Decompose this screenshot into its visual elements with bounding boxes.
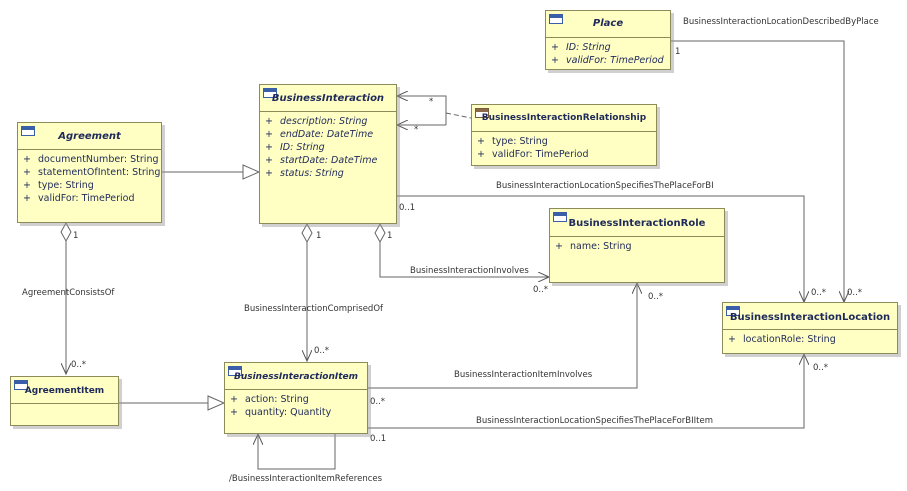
association-class-link[interactable] <box>445 112 472 119</box>
multiplicity-agreement-item-end: 0..* <box>71 360 87 370</box>
class-business-interaction-location[interactable]: BusinessInteractionLocation + locationRol… <box>722 302 898 354</box>
label-specifies-place-for-bi: BusinessInteractionLocationSpecifiesTheP… <box>496 181 714 191</box>
label-agreement-consists-of: AgreementConsistsOf <box>22 288 115 298</box>
label-described-by-place: BusinessInteractionLocationDescribedByPl… <box>683 17 879 27</box>
multiplicity-role-end: 0..* <box>533 285 549 295</box>
attribute: ID: String <box>566 42 611 53</box>
label-bi-item-references: /BusinessInteractionItemReferences <box>229 474 383 484</box>
class-icon <box>21 126 35 136</box>
class-agreement[interactable]: Agreement + documentNumber: String + state… <box>17 122 162 223</box>
attribute: status: String <box>280 168 344 179</box>
attribute: type: String <box>492 136 548 147</box>
visibility-marker: + <box>551 55 559 66</box>
visibility-marker: + <box>265 116 273 127</box>
visibility-marker: + <box>265 155 273 166</box>
attribute: action: String <box>245 394 309 405</box>
label-specifies-place-for-bi-item: BusinessInteractionLocationSpecifiesTheP… <box>476 416 713 426</box>
multiplicity-agreement-end: 1 <box>73 231 79 241</box>
class-agreement-item[interactable]: AgreementItem <box>10 376 119 426</box>
class-name: Agreement <box>58 131 121 142</box>
class-name: BusinessInteractionLocation <box>729 312 891 323</box>
aggregation-diamond-agreement <box>60 221 72 243</box>
label-bi-item-involves: BusinessInteractionItemInvolves <box>454 370 593 380</box>
visibility-marker: + <box>23 193 31 204</box>
generalization-agreement-item-head <box>207 395 226 411</box>
class-place[interactable]: Place + ID: String + validFor: TimePeriod <box>545 10 671 70</box>
visibility-marker: + <box>23 154 31 165</box>
association-class-icon <box>475 108 489 118</box>
visibility-marker: + <box>230 394 238 405</box>
class-icon <box>263 88 277 98</box>
visibility-marker: + <box>265 168 273 179</box>
class-icon <box>14 380 28 390</box>
multiplicity-place-end: 1 <box>675 47 681 57</box>
multiplicity-bi-item-end: 0..* <box>314 346 330 356</box>
attribute: validFor: TimePeriod <box>492 149 589 160</box>
multiplicity-item-involves-end: 0..* <box>370 397 386 407</box>
attribute: validFor: TimePeriod <box>38 193 135 204</box>
class-business-interaction[interactable]: BusinessInteraction + description: String… <box>259 84 397 224</box>
visibility-marker: + <box>477 136 485 147</box>
multiplicity-relationship-b: * <box>414 125 419 135</box>
assoc-specifies-place-for-bi-item[interactable] <box>368 354 804 428</box>
multiplicity-loc-from-bi: 0..* <box>811 288 827 298</box>
class-business-interaction-role[interactable]: BusinessInteractionRole + name: String <box>549 208 725 283</box>
visibility-marker: + <box>265 142 273 153</box>
attribute: name: String <box>570 241 632 252</box>
aggregation-diamond-involves <box>374 222 386 244</box>
multiplicity-loc-from-item: 0..* <box>813 363 829 373</box>
multiplicity-item-loc-end: 0..1 <box>370 434 387 444</box>
attribute: documentNumber: String <box>38 154 159 165</box>
class-icon <box>549 14 563 24</box>
attribute: validFor: TimePeriod <box>566 55 664 66</box>
attribute: startDate: DateTime <box>280 155 378 166</box>
class-icon <box>228 366 242 376</box>
visibility-marker: + <box>477 149 485 160</box>
attribute: endDate: DateTime <box>280 129 374 140</box>
class-business-interaction-item[interactable]: BusinessInteractionItem +action: String … <box>224 362 368 434</box>
attribute: type: String <box>38 180 94 191</box>
visibility-marker: + <box>230 407 238 418</box>
visibility-marker: + <box>551 42 559 53</box>
assoc-specifies-place-for-bi[interactable] <box>397 196 804 302</box>
class-name: BusinessInteraction <box>271 93 385 104</box>
assoc-relationship-a[interactable] <box>397 96 447 125</box>
class-name: BusinessInteractionItem <box>233 372 359 382</box>
class-name: Place <box>592 18 624 29</box>
multiplicity-comprised-end: 1 <box>316 231 322 241</box>
assoc-described-by-place[interactable] <box>671 40 844 302</box>
visibility-marker: + <box>23 180 31 191</box>
assoc-bi-item-references[interactable] <box>258 434 336 470</box>
label-bi-comprised-of: BusinessInteractionComprisedOf <box>244 304 384 314</box>
class-name: BusinessInteractionRole <box>568 218 706 229</box>
multiplicity-loc-from-place: 0..* <box>847 288 863 298</box>
class-business-interaction-relationship[interactable]: BusinessInteractionRelationship + type: S… <box>471 104 657 166</box>
class-name: AgreementItem <box>24 386 105 396</box>
attribute: description: String <box>280 116 368 127</box>
attribute: quantity: Quantity <box>245 407 332 418</box>
generalization-agreement-head <box>242 164 261 180</box>
attribute: statementOfIntent: String <box>38 167 161 178</box>
visibility-marker: + <box>23 167 31 178</box>
visibility-marker: + <box>555 241 563 252</box>
aggregation-diamond-comprised <box>301 222 313 244</box>
class-icon <box>726 306 740 316</box>
multiplicity-role-item-end: 0..* <box>648 292 664 302</box>
visibility-marker: + <box>728 334 736 345</box>
multiplicity-involves-whole-end: 1 <box>387 231 393 241</box>
attribute: locationRole: String <box>743 334 836 345</box>
multiplicity-bi-location-end: 0..1 <box>399 203 416 213</box>
visibility-marker: + <box>265 129 273 140</box>
assoc-bi-involves[interactable] <box>379 242 549 277</box>
class-icon <box>553 212 567 222</box>
label-bi-involves: BusinessInteractionInvolves <box>410 266 529 276</box>
attribute: ID: String <box>280 142 325 153</box>
class-name: BusinessInteractionRelationship <box>481 113 647 123</box>
multiplicity-relationship-a: * <box>429 97 434 107</box>
